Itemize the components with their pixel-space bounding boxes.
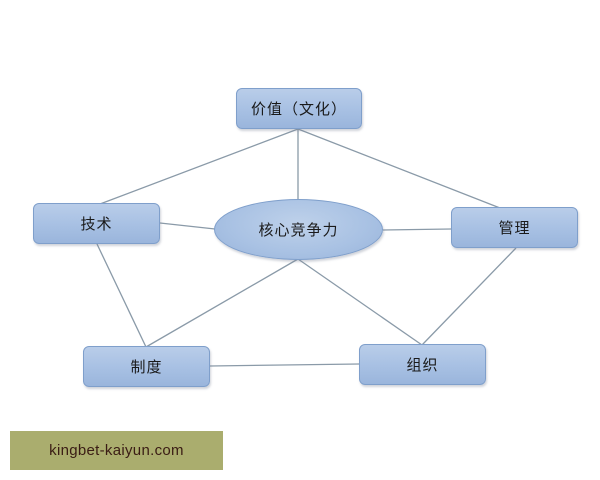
node-core-competence: 核心竞争力 bbox=[214, 199, 383, 260]
edge-management-organization bbox=[421, 247, 517, 346]
node-technology: 技术 bbox=[33, 203, 160, 244]
node-management-label: 管理 bbox=[498, 219, 531, 237]
edge-core-system bbox=[145, 258, 299, 348]
node-value-culture-label: 价值（文化） bbox=[250, 100, 347, 118]
edge-tech-core bbox=[159, 222, 216, 230]
node-management: 管理 bbox=[451, 207, 578, 248]
node-system-label: 制度 bbox=[130, 358, 163, 376]
watermark-text: kingbet-kaiyun.com bbox=[49, 442, 184, 459]
edge-core-organization bbox=[297, 258, 423, 346]
edge-core-management bbox=[382, 228, 452, 231]
edge-value-management bbox=[297, 128, 501, 209]
node-system: 制度 bbox=[83, 346, 210, 387]
node-technology-label: 技术 bbox=[80, 215, 113, 233]
edge-system-organization bbox=[209, 363, 360, 367]
node-organization: 组织 bbox=[359, 344, 486, 385]
edge-tech-system bbox=[96, 243, 147, 348]
node-value-culture: 价值（文化） bbox=[236, 88, 362, 129]
watermark-banner: kingbet-kaiyun.com bbox=[10, 431, 223, 470]
node-organization-label: 组织 bbox=[406, 356, 439, 374]
node-core-competence-label: 核心竞争力 bbox=[258, 221, 339, 239]
edge-value-tech bbox=[99, 128, 299, 205]
